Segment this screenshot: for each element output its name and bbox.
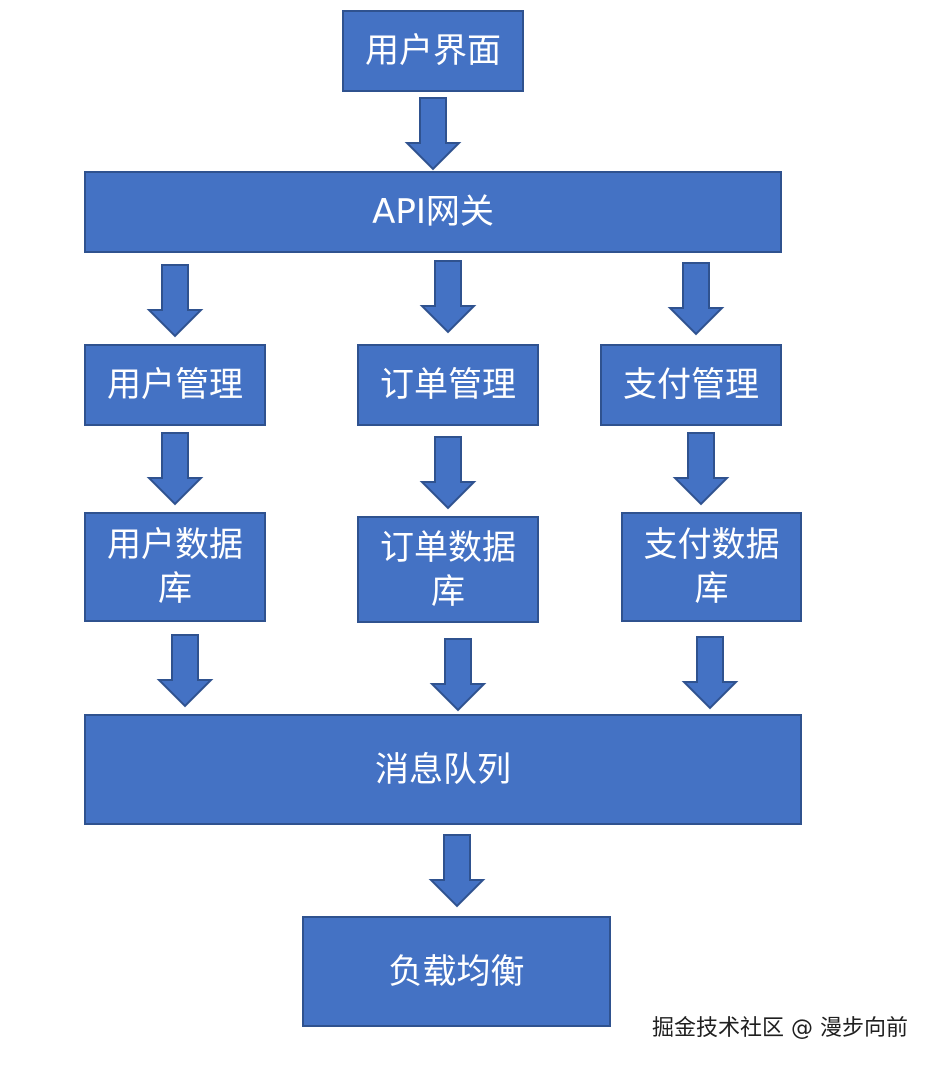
node-payment-management: 支付管理 xyxy=(600,344,782,426)
node-user-management-label: 用户管理 xyxy=(107,365,243,405)
node-order-management-label: 订单管理 xyxy=(380,365,516,405)
node-api-gateway: API网关 xyxy=(84,171,782,253)
node-payment-management-label: 支付管理 xyxy=(623,365,759,405)
arrow-gateway-to-order-management xyxy=(419,260,477,334)
arrow-user-management-to-user-database xyxy=(146,432,204,506)
arrow-gateway-to-payment-management xyxy=(667,262,725,336)
node-order-database: 订单数据库 xyxy=(357,516,539,623)
node-payment-database: 支付数据库 xyxy=(621,512,802,622)
node-user-database: 用户数据库 xyxy=(84,512,266,622)
node-order-database-label: 订单数据库 xyxy=(380,527,516,612)
node-load-balancer: 负载均衡 xyxy=(302,916,611,1027)
node-payment-database-label: 支付数据库 xyxy=(643,525,780,609)
arrow-ui-to-gateway xyxy=(404,97,462,171)
node-user-management: 用户管理 xyxy=(84,344,266,426)
node-api-gateway-label: API网关 xyxy=(372,192,494,232)
arrow-order-database-to-message-queue xyxy=(429,638,487,712)
node-user-interface: 用户界面 xyxy=(342,10,524,92)
watermark-text: 掘金技术社区 @ 漫步向前 xyxy=(652,1016,908,1041)
node-order-management: 订单管理 xyxy=(357,344,539,426)
node-message-queue: 消息队列 xyxy=(84,714,802,825)
arrow-user-database-to-message-queue xyxy=(156,634,214,708)
node-user-interface-label: 用户界面 xyxy=(365,31,501,71)
node-load-balancer-label: 负载均衡 xyxy=(388,951,525,992)
arrow-message-queue-to-load-balancer xyxy=(428,834,486,908)
node-message-queue-label: 消息队列 xyxy=(375,749,511,790)
arrow-order-management-to-order-database xyxy=(419,436,477,510)
node-user-database-label: 用户数据库 xyxy=(107,525,243,609)
arrow-payment-management-to-payment-database xyxy=(672,432,730,506)
arrow-payment-database-to-message-queue xyxy=(681,636,739,710)
arrow-gateway-to-user-management xyxy=(146,264,204,338)
